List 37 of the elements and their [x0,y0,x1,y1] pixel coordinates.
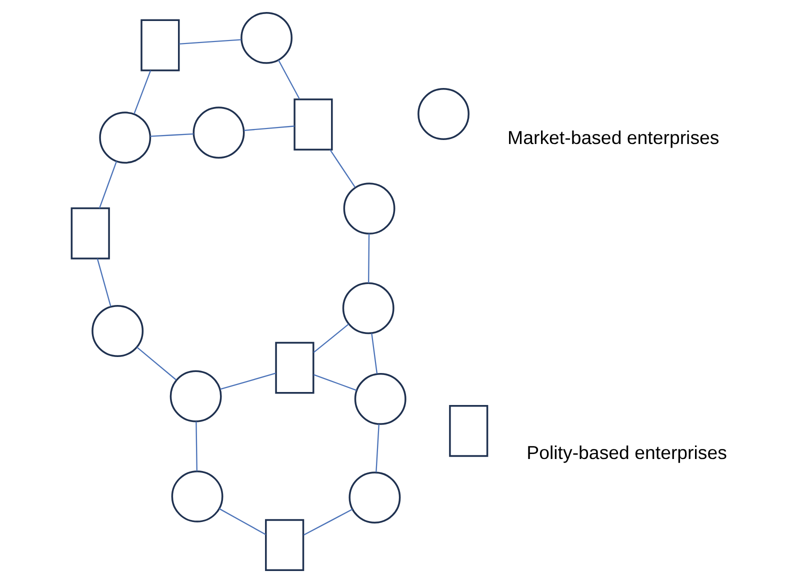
node-circle [171,470,224,522]
connector [244,126,294,132]
connector [98,161,118,208]
connector [136,346,177,380]
node-circle [192,106,245,159]
connector [218,508,266,536]
connector [196,422,198,472]
node-circle [240,12,293,64]
connector [179,39,242,44]
connector [96,258,112,307]
connector [314,374,357,391]
node-box [449,404,488,457]
node-circle [92,305,144,357]
connector [220,372,276,390]
legend-label: Polity-based enterprises [526,442,727,464]
node-circle [348,472,401,524]
connector [371,333,378,374]
node-box [140,19,180,72]
connector [313,324,350,353]
node-box [70,207,110,260]
node-circle [354,372,406,425]
legend-label: Market-based enterprises [508,126,720,148]
connector [330,149,356,188]
node-box [275,342,314,394]
connector [278,60,300,100]
connector [150,133,194,137]
node-box [265,519,304,572]
node-box [294,98,333,150]
node-circle [418,88,470,140]
node-circle [342,282,394,334]
connector [368,234,370,284]
node-circle [170,370,222,422]
connector [376,424,380,472]
node-circle [343,182,396,235]
connector [303,508,353,536]
node-circle [99,112,152,164]
connector [134,70,152,114]
